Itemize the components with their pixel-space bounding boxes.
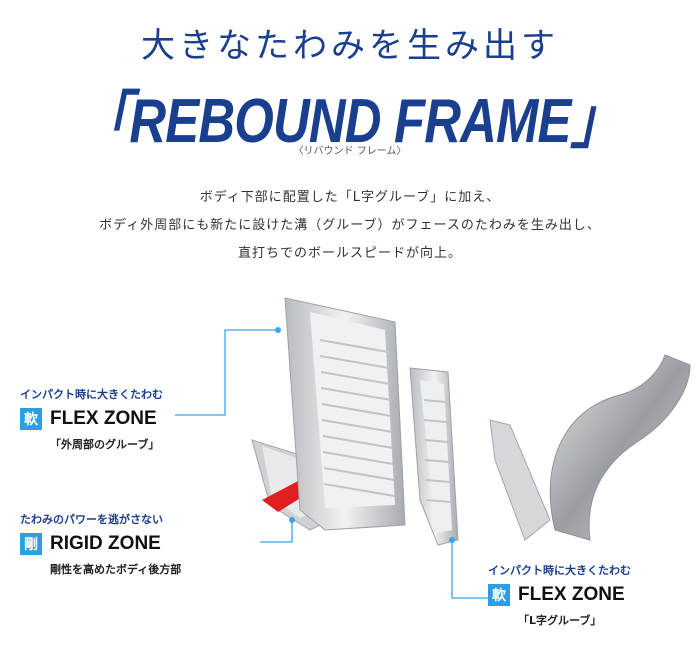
back-cavity-piece bbox=[489, 419, 551, 541]
zone-name: FLEX ZONE bbox=[518, 584, 625, 605]
zone-subtitle: 剛性を高めたボディ後方部 bbox=[50, 563, 182, 576]
description-line-2: ボディ外周部にも新たに設けた溝（グルーブ）がフェースのたわみを生み出し、 bbox=[99, 218, 601, 233]
zone-kanji-badge: 軟 bbox=[20, 408, 42, 430]
subtitle: 大きなたわみを生み出す bbox=[141, 26, 559, 66]
rigid-zone: たわみのパワーを逃がさない 剛 RIGID ZONE 剛性を高めたボディ後方部 bbox=[20, 511, 181, 577]
zone-caption: たわみのパワーを逃がさない bbox=[20, 513, 163, 526]
zone-subtitle: 「L字グルーブ」 bbox=[518, 614, 602, 627]
zone-caption: インパクト時に大きくたわむ bbox=[488, 564, 631, 577]
zone-name: FLEX ZONE bbox=[50, 408, 157, 429]
zone-caption: インパクト時に大きくたわむ bbox=[20, 388, 163, 401]
page-title: 「REBOUND FRAME」 bbox=[79, 87, 621, 156]
title-reading: 〈リバウンド フレーム〉 bbox=[293, 146, 407, 157]
zone-kanji-badge: 剛 bbox=[20, 533, 42, 555]
zone-subtitle: 「外周部のグルーブ」 bbox=[50, 438, 160, 451]
face-plate bbox=[284, 297, 406, 531]
description-line-1: ボディ下部に配置した「L字グルーブ」に加え、 bbox=[199, 190, 501, 205]
zone-kanji-badge: 軟 bbox=[488, 584, 510, 606]
middle-insert bbox=[409, 367, 459, 546]
face-grooves bbox=[319, 339, 396, 497]
flex-zone-outer: インパクト時に大きくたわむ 軟 FLEX ZONE 「外周部のグルーブ」 bbox=[20, 386, 163, 452]
description-line-3: 直打ちでのボールスピードが向上。 bbox=[237, 246, 462, 261]
flex-zone-l-groove: インパクト時に大きくたわむ 軟 FLEX ZONE 「L字グルーブ」 bbox=[488, 562, 631, 628]
leader-lines bbox=[175, 329, 500, 599]
hosel bbox=[549, 354, 691, 541]
zone-name: RIGID ZONE bbox=[50, 533, 161, 554]
